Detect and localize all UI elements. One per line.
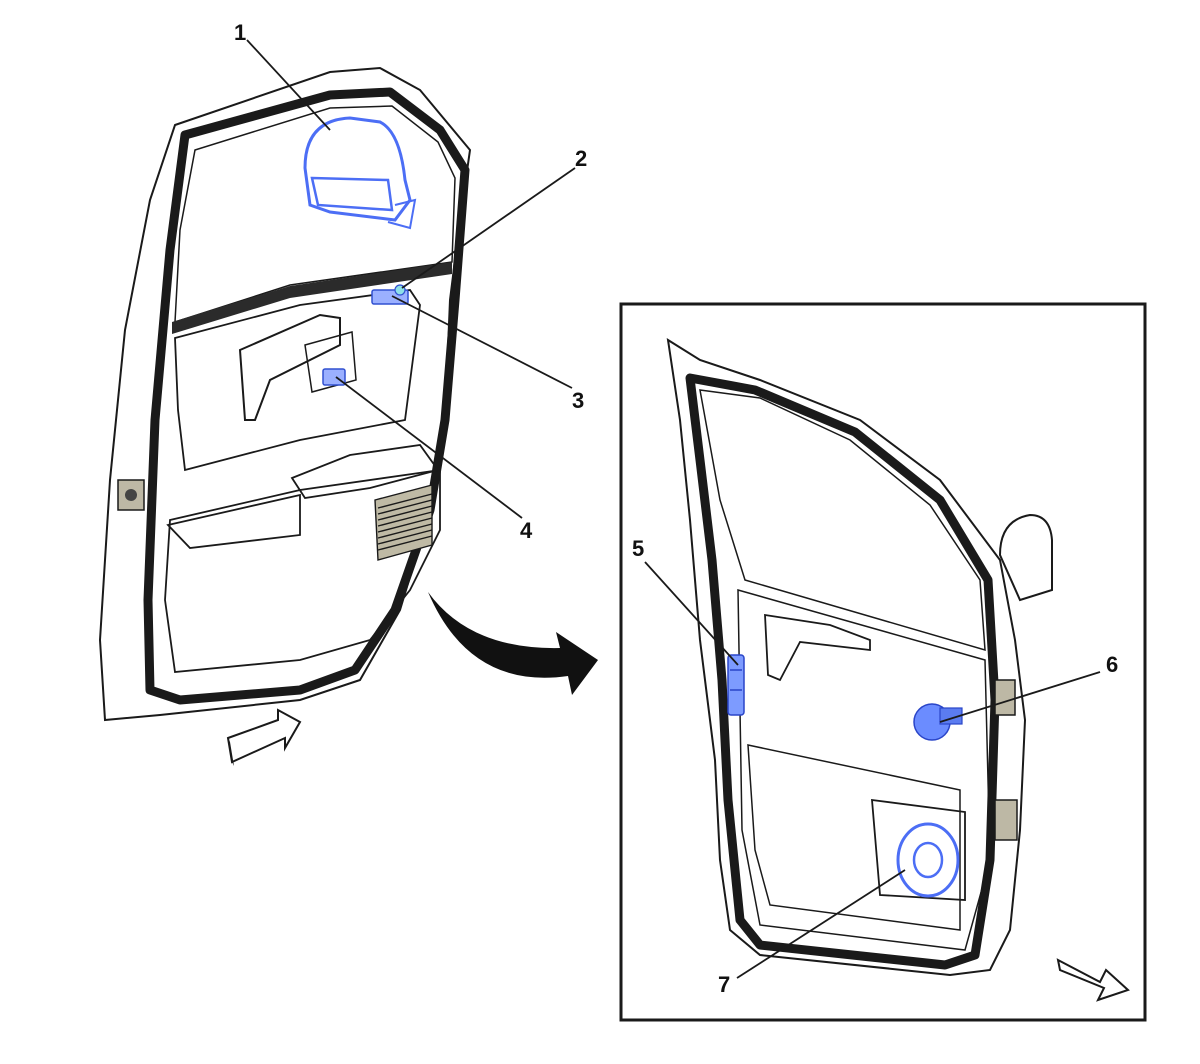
leader-line-6 [939, 671, 1101, 723]
callout-1: 1 [234, 20, 246, 45]
trim-lower-panel [164, 468, 441, 673]
trim-upper-panel [174, 289, 421, 472]
outside-mirror-highlight [303, 116, 417, 230]
lower-cavity [747, 744, 961, 931]
detail-inset-frame [619, 302, 1147, 1022]
door-hinge [117, 479, 145, 511]
callout-2: 2 [575, 146, 587, 171]
cup-holder [290, 444, 440, 499]
inner-handle-cutout [764, 613, 871, 682]
window-motor-highlight [913, 703, 963, 741]
leader-line-5 [644, 561, 739, 666]
leader-lines [246, 39, 1101, 979]
callout-7: 7 [718, 972, 730, 997]
inner-door-shell [666, 338, 1027, 977]
inner-panel [737, 589, 991, 951]
callout-5: 5 [632, 536, 644, 561]
leader-line-3 [391, 295, 573, 389]
speaker-bracket [871, 798, 966, 901]
door-latch-highlight [727, 654, 745, 716]
inner-door-seal [685, 373, 1000, 970]
inner-hinge-lower [994, 799, 1018, 841]
mirror-sail [998, 513, 1053, 602]
inner-hinge-upper [994, 679, 1016, 716]
lower-switch-highlight [322, 368, 346, 386]
speaker-highlight [896, 822, 960, 898]
door-pull-handle [238, 313, 341, 421]
door-trim-view [98, 66, 472, 766]
door-inner-view [666, 338, 1130, 1002]
callout-4: 4 [520, 518, 533, 543]
direction-arrow-rear-right [1056, 958, 1130, 1002]
transition-arrow [428, 592, 598, 695]
door-outer-shell [98, 66, 472, 722]
callout-3: 3 [572, 388, 584, 413]
leader-line-1 [246, 39, 331, 131]
callout-6: 6 [1106, 652, 1118, 677]
window-area [174, 105, 456, 324]
handle-bezel [304, 331, 357, 393]
leader-line-7 [736, 869, 906, 979]
speaker-grille [374, 484, 433, 561]
storage-pocket [166, 493, 301, 549]
inner-window-glass [699, 389, 986, 652]
belt-line [172, 262, 452, 334]
leader-line-2 [401, 167, 576, 289]
leader-line-4 [335, 376, 523, 519]
direction-arrow-front-left [226, 708, 302, 764]
